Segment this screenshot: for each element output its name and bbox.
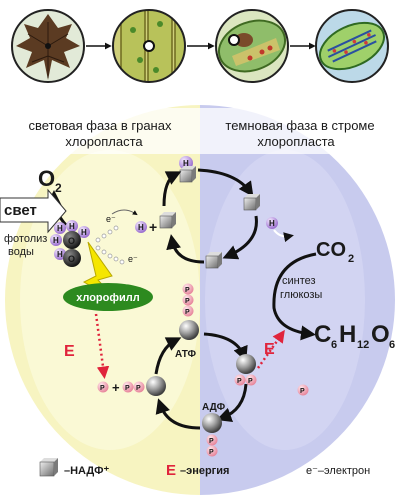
- svg-text:12: 12: [357, 339, 369, 351]
- svg-text:H: H: [81, 228, 87, 237]
- svg-text:H: H: [69, 222, 75, 231]
- svg-text:H: H: [138, 223, 144, 232]
- phosphate-icon: [133, 381, 145, 393]
- nadph-cube-icon: [243, 194, 260, 211]
- glucose-synthesis-arrow: [272, 252, 317, 341]
- cell-image: [216, 10, 288, 82]
- photolysis-label-line2: воды: [8, 246, 34, 258]
- svg-text:O: O: [68, 236, 75, 246]
- legend-nadp-cube-icon: [39, 458, 58, 477]
- svg-text:P: P: [185, 309, 190, 316]
- svg-text:6: 6: [389, 339, 395, 351]
- legend-energy-label: –энергия: [180, 465, 229, 477]
- svg-text:H: H: [57, 224, 63, 233]
- svg-text:H: H: [339, 321, 356, 348]
- phosphate-icon: [206, 445, 218, 457]
- adp-molecule-icon: [146, 376, 166, 396]
- svg-text:P: P: [100, 385, 105, 392]
- svg-text:P: P: [136, 385, 141, 392]
- legend-nadp-label: –НАДФ⁺: [64, 465, 109, 477]
- water-molecules: H H H H H O O: [50, 220, 90, 267]
- dark-phase-title-line1: темновая фаза в строме: [225, 118, 374, 133]
- energy-label-right: Е: [264, 341, 275, 358]
- svg-text:P: P: [209, 438, 214, 445]
- svg-text:P: P: [300, 388, 305, 395]
- svg-text:2: 2: [348, 253, 354, 265]
- svg-text:P: P: [185, 298, 190, 305]
- svg-text:H: H: [53, 236, 59, 245]
- co2-label: CO 2: [316, 239, 354, 265]
- plus-sign: +: [112, 380, 120, 395]
- svg-text:H: H: [183, 159, 189, 168]
- svg-text:свет: свет: [4, 202, 37, 219]
- atp-molecule-icon: [236, 354, 256, 374]
- svg-text:6: 6: [331, 339, 337, 351]
- light-label: свет: [0, 188, 67, 234]
- svg-text:C: C: [314, 321, 331, 348]
- svg-text:P: P: [237, 378, 242, 385]
- light-phase-title-line1: световая фаза в гранах: [29, 118, 172, 133]
- energy-label-left: Е: [64, 343, 75, 360]
- adp-label: АДФ: [202, 402, 226, 413]
- phosphate-icon: [97, 381, 109, 393]
- svg-text:H: H: [57, 250, 63, 259]
- nadph-cube-icon: [179, 166, 196, 183]
- glucose-synthesis-label-line2: глюкозы: [280, 289, 322, 301]
- chlorophyll-disk: [63, 283, 153, 311]
- svg-text:P: P: [248, 378, 253, 385]
- proton-icon: [266, 217, 278, 229]
- electron-label-1: е⁻: [106, 214, 116, 224]
- plus-sign: +: [149, 219, 157, 235]
- light-phase-title-line2: хлоропласта: [65, 134, 143, 149]
- glucose-synthesis-label-line1: синтез: [282, 275, 316, 287]
- phosphate-icon: [297, 384, 309, 396]
- zoom-point-icon: [143, 40, 155, 52]
- atp-molecule-icon: [179, 320, 199, 340]
- svg-text:O: O: [38, 166, 55, 191]
- phosphate-icon: [245, 374, 257, 386]
- oxygen-label: O 2: [38, 166, 62, 195]
- nadp-cube-icon: [159, 212, 176, 229]
- svg-text:P: P: [209, 449, 214, 456]
- glucose-formula: C 6 H 12 O 6: [314, 321, 395, 351]
- zoom-point-icon: [228, 34, 240, 46]
- electron-label-2: е⁻: [128, 254, 138, 264]
- phosphate-icon: [206, 434, 218, 446]
- adp-molecule-icon: [202, 413, 222, 433]
- phosphate-group: P P P: [182, 283, 194, 317]
- phosphate-icon: [122, 381, 134, 393]
- cells-image: [113, 10, 185, 82]
- svg-text:H: H: [269, 219, 275, 228]
- dark-phase-title-line2: хлоропласта: [257, 134, 335, 149]
- proton-icon: [135, 221, 147, 233]
- svg-text:P: P: [125, 385, 130, 392]
- svg-text:O: O: [68, 254, 75, 264]
- svg-text:P: P: [185, 287, 190, 294]
- svg-text:2: 2: [55, 181, 62, 195]
- svg-text:O: O: [371, 321, 390, 348]
- zoom-point-icon: [45, 43, 51, 49]
- chloroplast-image: [316, 10, 388, 82]
- legend-energy-symbol: Е: [166, 462, 176, 479]
- atp-label: АТФ: [175, 349, 196, 360]
- chlorophyll-label: хлорофилл: [76, 292, 139, 304]
- electron-chain: [95, 225, 125, 265]
- zoom-sequence: [11, 9, 389, 83]
- photolysis-label-line1: фотолиз: [4, 233, 47, 245]
- chloroplast-circle: [5, 105, 395, 495]
- phosphate-icon: [234, 374, 246, 386]
- legend: –НАДФ⁺ Е –энергия е⁻–электрон: [39, 458, 370, 479]
- svg-text:CO: CO: [316, 239, 346, 261]
- nadp-cube-icon: [205, 252, 222, 269]
- legend-electron-label: е⁻–электрон: [306, 465, 370, 477]
